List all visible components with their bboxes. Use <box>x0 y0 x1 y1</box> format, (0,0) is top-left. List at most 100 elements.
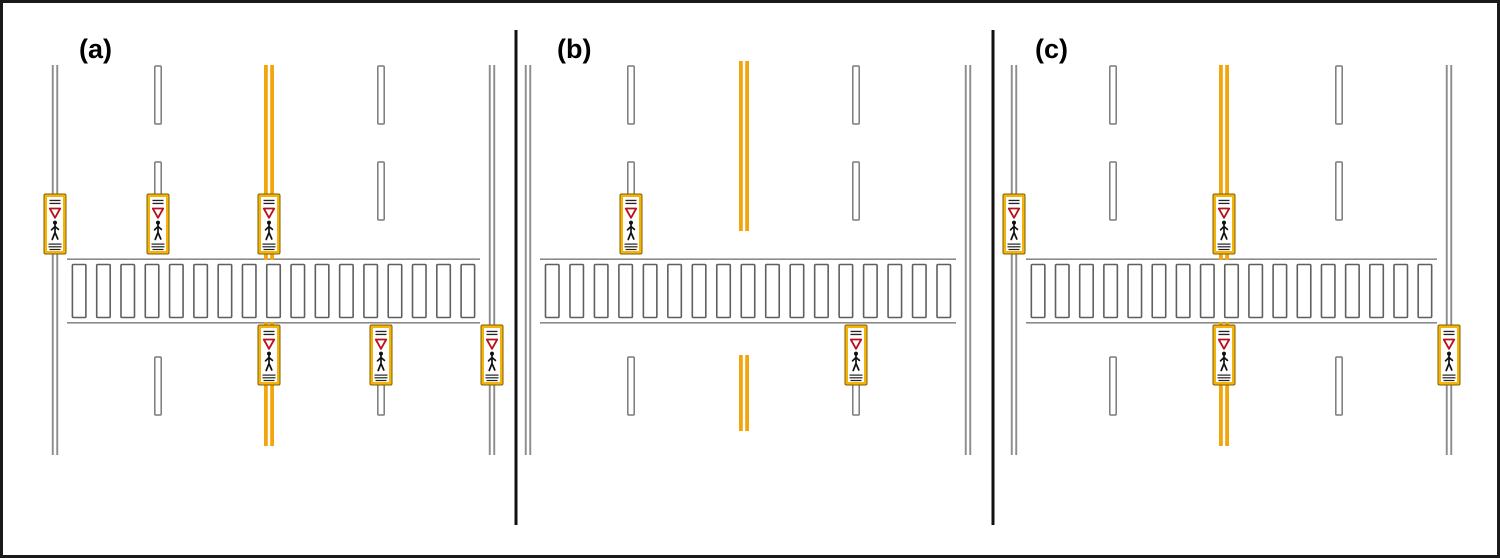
sign-text-line <box>1007 246 1021 248</box>
road-edge-line <box>524 65 527 455</box>
crosswalk-bar <box>1296 263 1312 319</box>
sign-text-line <box>263 202 275 205</box>
road-edge-line <box>493 65 496 455</box>
pedestrian-icon <box>50 223 60 241</box>
sign-text-line <box>262 246 276 248</box>
lane-dash <box>1335 65 1343 125</box>
crosswalk-boundary-line <box>540 322 956 324</box>
pedestrian-icon <box>379 351 383 356</box>
lane-dash <box>852 161 860 221</box>
pedestrian-icon <box>490 351 494 356</box>
sign-text-line <box>151 246 165 248</box>
sign-text-line <box>1217 243 1231 245</box>
panel-label-a: (a) <box>79 34 112 64</box>
pedestrian-icon <box>1219 223 1229 241</box>
yield-triangle-icon <box>48 207 62 219</box>
sign-text-line <box>263 330 275 333</box>
sign-text-line <box>151 243 165 245</box>
panel-label-c: (c) <box>1035 34 1068 64</box>
pedestrian-icon <box>156 220 160 225</box>
yield-triangle-icon <box>151 207 165 219</box>
center-line <box>1225 65 1229 260</box>
pedestrian-crossing-yield-sign-icon <box>480 324 504 386</box>
sign-text-line <box>1217 374 1231 376</box>
sign-text-line <box>263 199 275 202</box>
road-edge-line <box>1015 65 1018 455</box>
panel-c <box>1002 65 1461 455</box>
crosswalk-bar <box>1417 263 1433 319</box>
road-edge-line <box>56 65 59 455</box>
yield-triangle-icon <box>1007 207 1021 219</box>
sign-text-line <box>1218 199 1230 202</box>
crosswalk-bar <box>764 263 781 319</box>
yield-triangle-icon <box>262 338 276 350</box>
crosswalk-bar <box>1272 263 1288 319</box>
crosswalk-bar <box>95 263 111 319</box>
crosswalk-bar <box>691 263 707 319</box>
pedestrian-icon <box>264 223 274 241</box>
pedestrian-icon <box>264 354 274 372</box>
sign-text-line <box>1218 333 1230 336</box>
crosswalk-bar <box>193 263 209 319</box>
crosswalk-bar <box>387 263 403 319</box>
sign-text-line <box>262 243 276 245</box>
crosswalk-bar <box>1199 263 1215 319</box>
crosswalk-bar <box>838 263 854 319</box>
crosswalk-bar <box>1320 263 1336 319</box>
lane-dash <box>377 161 385 221</box>
crosswalk-bar <box>1393 263 1409 319</box>
crosswalk-bar <box>1103 263 1119 319</box>
road-edge-line <box>1445 65 1448 455</box>
pedestrian-icon <box>1447 351 1451 356</box>
center-line <box>264 65 268 260</box>
sign-text-line <box>263 333 275 336</box>
crosswalk-bar <box>862 263 878 319</box>
pedestrian-icon <box>1012 220 1016 225</box>
lane-dash <box>852 65 860 125</box>
sign-text-line <box>1218 330 1230 333</box>
crosswalk-bar <box>1175 263 1191 319</box>
crosswalk-bar <box>813 263 829 319</box>
lane-dash <box>1109 356 1117 416</box>
crosswalk-bar <box>911 263 927 319</box>
crosswalk-bar <box>1054 263 1070 319</box>
yield-triangle-icon <box>1217 207 1231 219</box>
panel-label-b: (b) <box>557 34 592 64</box>
sign-text-line <box>49 248 61 251</box>
sign-text-line <box>49 199 61 202</box>
crosswalk-bar <box>265 263 282 319</box>
sign-text-line <box>1217 246 1231 248</box>
crosswalk-boundary-line <box>1026 322 1437 324</box>
sign-text-line <box>49 202 61 205</box>
pedestrian-icon <box>854 351 858 356</box>
sign-text-line <box>486 333 498 336</box>
road-edge-line <box>1010 65 1013 455</box>
pedestrian-icon <box>626 223 636 241</box>
sign-text-line <box>262 374 276 376</box>
road-edge-line <box>969 65 972 455</box>
crosswalk-boundary-line <box>540 258 956 260</box>
sign-text-line <box>1442 374 1456 376</box>
pedestrian-crossing-yield-sign-icon <box>43 193 67 255</box>
yield-triangle-icon <box>485 338 499 350</box>
crosswalk-bar <box>642 263 658 319</box>
panel-a <box>43 65 504 455</box>
sign-text-line <box>1442 377 1456 379</box>
pedestrian-icon <box>1009 223 1019 241</box>
lane-dash <box>627 356 635 416</box>
pedestrian-icon <box>629 220 633 225</box>
sign-text-line <box>625 248 637 251</box>
crosswalk-boundary-line <box>1026 258 1437 260</box>
crosswalk-bar <box>120 263 136 319</box>
pedestrian-crossing-yield-sign-icon <box>1212 193 1236 255</box>
pedestrian-icon <box>153 223 163 241</box>
panel-divider <box>991 30 995 525</box>
sign-text-line <box>152 202 164 205</box>
sign-text-line <box>152 248 164 251</box>
sign-text-line <box>1008 199 1020 202</box>
crosswalk-bar <box>144 263 160 319</box>
crosswalk-bar <box>1369 263 1385 319</box>
sign-text-line <box>1443 333 1455 336</box>
pedestrian-crossing-yield-sign-icon <box>1212 324 1236 386</box>
pedestrian-crossing-yield-sign-icon <box>844 324 868 386</box>
